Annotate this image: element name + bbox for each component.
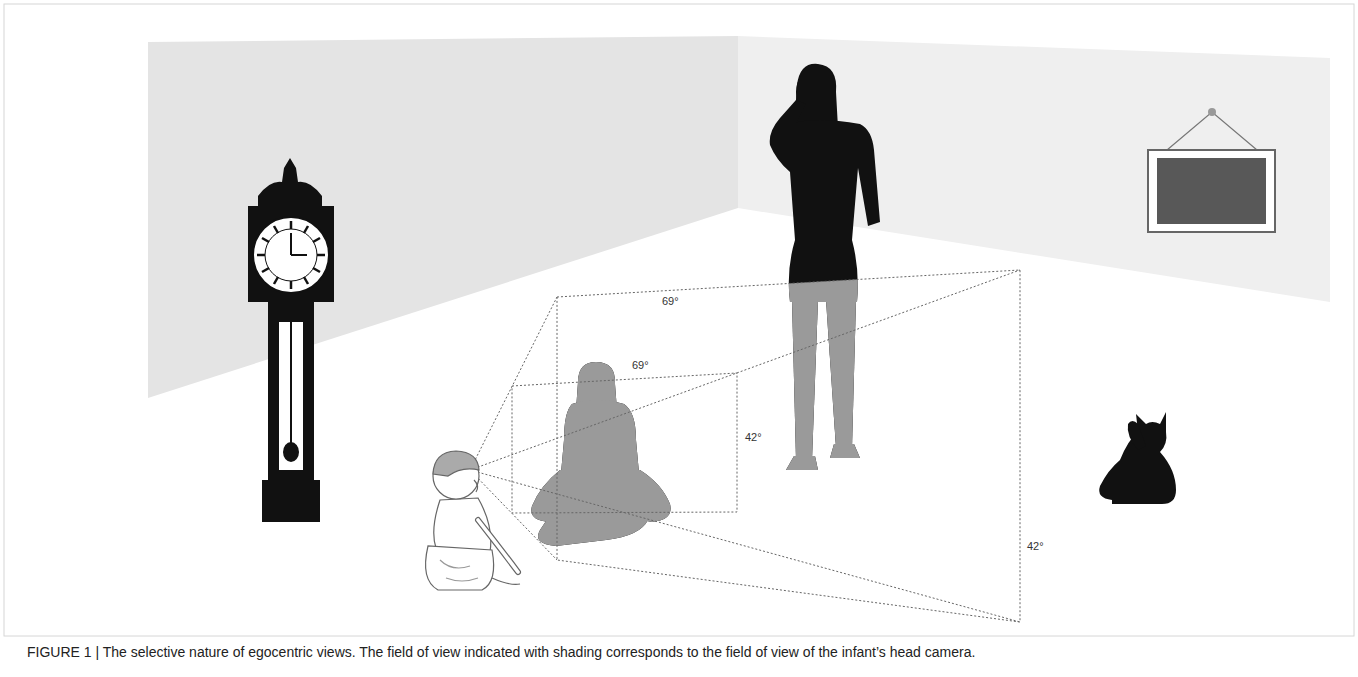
field-of-view	[470, 270, 1020, 622]
angle-label: 69°	[632, 360, 649, 371]
wall-picture	[1148, 108, 1275, 232]
angle-label: 69°	[662, 296, 679, 307]
clock	[248, 158, 334, 522]
people-silhouettes	[531, 64, 880, 546]
angle-label: 42°	[1027, 541, 1044, 552]
infant	[426, 451, 520, 590]
left-wall	[148, 36, 738, 398]
people-in-view	[531, 64, 880, 546]
cat	[1099, 412, 1176, 504]
figure-caption: FIGURE 1 | The selective nature of egoce…	[27, 644, 1337, 662]
figure-frame	[4, 4, 1354, 636]
angle-label: 42°	[745, 432, 762, 443]
